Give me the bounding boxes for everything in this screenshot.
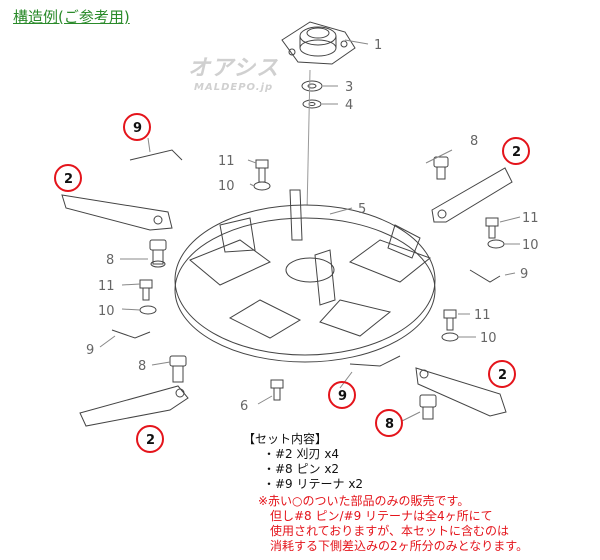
note-line-4: 消耗する下側差込みの2ヶ所分のみとなります。 xyxy=(270,539,529,553)
label-10-top: 10 xyxy=(218,179,235,194)
highlight-circle-2c xyxy=(488,360,516,388)
part-10-washer-top xyxy=(253,181,271,191)
label-5: 5 xyxy=(358,202,366,217)
label-11-left: 11 xyxy=(98,279,115,294)
part-2-blade-right-lower xyxy=(415,367,507,417)
part-2-blade-right-upper xyxy=(431,167,513,223)
part-10-washer-left xyxy=(139,305,157,315)
part-10-washer-right xyxy=(487,239,505,249)
label-9-right: 9 xyxy=(520,267,528,282)
highlight-circle-2d xyxy=(136,425,164,453)
red-label-2b: 2 xyxy=(512,145,521,160)
note-line-3: 使用されておりますが、本セットに含むのは xyxy=(270,524,510,538)
red-label-8: 8 xyxy=(385,417,394,432)
watermark: オアシス MALDEPO.jp xyxy=(188,50,279,93)
highlight-circle-8 xyxy=(375,409,403,437)
note-line-1: ※赤い○のついた部品のみの販売です。 xyxy=(258,494,470,508)
note-line-2: 但し#8 ピン/#9 リテーナは全4ヶ所にて xyxy=(270,509,493,523)
part-2-blade-left-lower xyxy=(79,385,189,427)
red-label-2d: 2 xyxy=(146,433,155,448)
part-8-pin-left-lower xyxy=(169,355,187,383)
part-8-pin-left-mid xyxy=(149,239,167,268)
label-10-right-lower: 10 xyxy=(480,331,497,346)
red-label-2a: 2 xyxy=(64,172,73,187)
label-11-right: 11 xyxy=(522,211,539,226)
red-label-2c: 2 xyxy=(498,368,507,383)
part-11-bolt-right-lower xyxy=(443,309,457,331)
part-8-pin-upper-right xyxy=(433,156,449,180)
part-4-washer xyxy=(302,99,322,109)
part-9-retainer-right xyxy=(469,269,501,283)
label-8-left: 8 xyxy=(106,253,114,268)
part-5-disc xyxy=(174,189,436,363)
part-6-bolt xyxy=(270,379,284,401)
label-10-right: 10 xyxy=(522,238,539,253)
part-1-bearing xyxy=(281,21,356,65)
part-11-bolt-right xyxy=(485,217,499,239)
part-9-retainer-center-lower xyxy=(349,355,401,367)
sales-note: ※赤い○のついた部品のみの販売です。 但し#8 ピン/#9 リテーナは全4ヶ所に… xyxy=(258,494,528,554)
label-9-left: 9 xyxy=(86,343,94,358)
highlight-circle-9b xyxy=(328,381,356,409)
watermark-brand: オアシス xyxy=(188,56,280,81)
part-10-washer-right-lower xyxy=(441,332,459,342)
part-2-blade-left-upper xyxy=(61,194,173,231)
part-8-pin-right-lower xyxy=(419,394,437,420)
label-3: 3 xyxy=(345,80,353,95)
label-1: 1 xyxy=(374,38,382,53)
set-item-pin: ・#8 ピン x2 xyxy=(263,462,340,476)
label-6: 6 xyxy=(240,399,248,414)
part-3-washer xyxy=(301,80,323,92)
highlight-circle-9a xyxy=(123,113,151,141)
highlight-circle-2a xyxy=(54,164,82,192)
part-11-bolt-left xyxy=(139,279,153,301)
red-label-9a: 9 xyxy=(133,121,142,136)
label-8-lower: 8 xyxy=(138,359,146,374)
label-10-left: 10 xyxy=(98,304,115,319)
label-11-top: 11 xyxy=(218,154,235,169)
set-contents-heading: 【セット内容】 xyxy=(243,432,328,446)
label-4: 4 xyxy=(345,98,353,113)
highlight-circle-2b xyxy=(502,137,530,165)
part-9-retainer-left-lower xyxy=(111,329,151,339)
label-8-top: 8 xyxy=(470,134,478,149)
red-label-9b: 9 xyxy=(338,389,347,404)
page-title: 構造例(ご参考用) xyxy=(13,8,130,26)
part-9-retainer-top-left xyxy=(129,149,183,161)
watermark-site: MALDEPO.jp xyxy=(194,82,274,93)
set-contents: 【セット内容】 ・#2 刈刃 x4 ・#8 ピン x2 ・#9 リテーナ x2 xyxy=(243,432,363,492)
set-item-retainer: ・#9 リテーナ x2 xyxy=(263,477,364,491)
set-item-blade: ・#2 刈刃 x4 xyxy=(263,447,340,461)
part-11-bolt-top xyxy=(255,159,269,183)
label-11-right-lower: 11 xyxy=(474,308,491,323)
